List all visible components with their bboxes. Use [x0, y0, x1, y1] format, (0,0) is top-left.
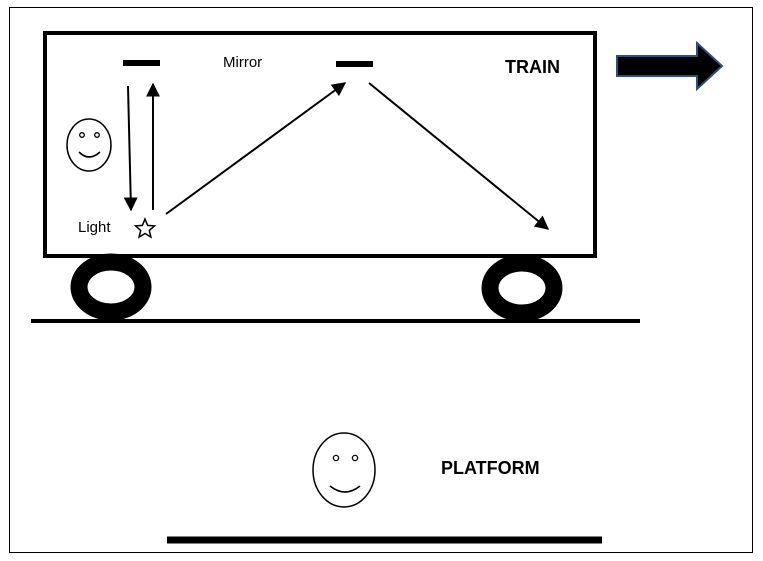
light-path-down-arrow	[123, 85, 138, 212]
train-label: TRAIN	[505, 57, 560, 77]
train-wheel-left	[70, 253, 152, 321]
light-label: Light	[78, 219, 111, 236]
train-car-body	[43, 31, 597, 258]
star-icon	[133, 217, 157, 239]
arrow-right-icon	[616, 40, 724, 92]
diagram-frame	[9, 7, 753, 553]
train-observer-smiley-face-icon	[66, 118, 112, 172]
platform-observer-smiley-face-icon	[312, 432, 376, 508]
light-path-diagonal-down-arrow	[368, 82, 550, 230]
mirror-label: Mirror	[223, 54, 262, 71]
light-path-diagonal-up-arrow	[165, 82, 347, 215]
platform-label: PLATFORM	[441, 458, 540, 478]
train-wheel-right	[481, 254, 563, 322]
